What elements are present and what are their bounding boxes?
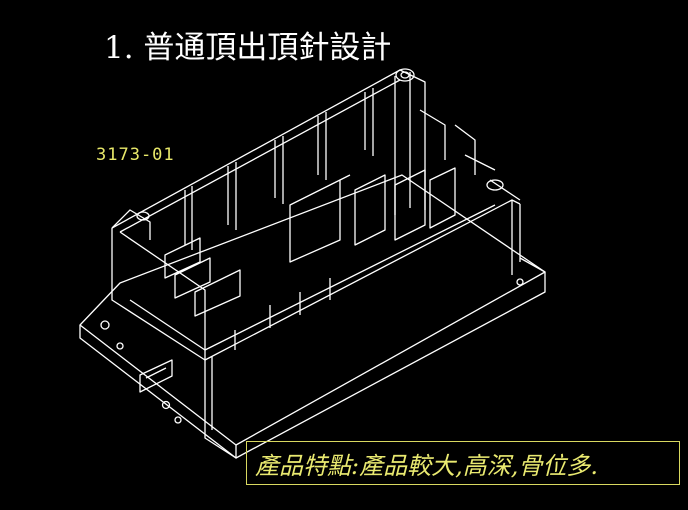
part-number-label: 3173-01 [96,145,175,165]
base-plate [79,174,546,446]
left-end-top [111,209,151,240]
slide-title: 1. 普通頂出頂針設計 [104,30,392,66]
base-hole-5 [516,278,524,286]
base-hole-1 [100,320,110,330]
left-end-wall [111,228,206,361]
rib-1 [184,186,193,250]
floor-rim [129,204,496,351]
slot-group-b [354,167,456,246]
corner-boss-hole [400,71,410,79]
rib-4 [317,112,327,180]
base-hole-2 [116,342,124,350]
base-plate-front-edge [79,325,237,459]
rib-2 [227,162,237,230]
base-hole-3 [161,400,171,410]
left-boss [136,211,150,221]
base-tab [139,359,173,393]
inner-clips [419,109,496,175]
box-front-top [204,199,521,361]
back-wall-top [119,79,401,233]
box-front-wall [204,257,546,459]
slot-group-a [164,237,241,317]
caption-text: 產品特點:產品較大,高深,骨位多. [255,451,598,480]
right-corner-wall [489,179,521,275]
corner-boss [395,68,415,82]
caption-box: 產品特點:產品較大,高深,骨位多. [246,441,680,485]
rear-corner-post [394,72,411,215]
base-hole-4 [174,416,182,424]
mid-partition [289,174,351,263]
back-wall [111,69,426,229]
rib-5 [364,88,374,156]
right-boss [486,179,504,191]
front-ribs [234,278,331,350]
rib-3 [274,136,284,204]
